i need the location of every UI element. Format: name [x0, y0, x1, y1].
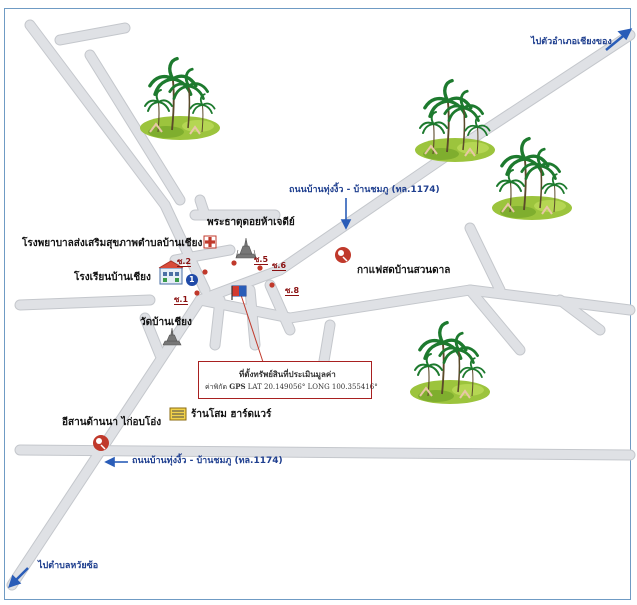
soi-label-5: ซ.5: [254, 255, 269, 265]
flag-icon: [231, 285, 247, 300]
soi-label-2: ซ.2: [177, 257, 192, 267]
palm-tree-icon: [410, 323, 490, 404]
school-badge: 1: [189, 275, 195, 284]
road-network: [6, 19, 636, 591]
direction-label-huai-so: ไปตำบลหวัยซ้อ: [38, 561, 99, 571]
hospital-label: โรงพยาบาลส่งเสริมสุขภาพตำบลบ้านเชียง: [22, 238, 203, 249]
pagoda-label: พระธาตุดอยห้าเจดีย์: [207, 217, 295, 228]
school-label: โรงเรียนบ้านเชียง: [74, 272, 151, 283]
property-info-box: ที่ตั้งทรัพย์สินที่ประเมินมูลค่า ค่าพิกั…: [198, 361, 378, 399]
direction-label-chiang-khong: ไปตัวอำเภอเชียงของ: [531, 37, 612, 47]
coffee-label: กาแฟสดบ้านสวนดาล: [357, 265, 451, 276]
soi-label-6: ซ.6: [272, 261, 287, 271]
pagoda-icon: [162, 327, 182, 346]
property-info-coords: ค่าพิกัด GPS LAT 20.149056° LONG 100.355…: [205, 382, 378, 391]
hardware-label: ร้านโสม ฮาร์ดแวร์: [191, 409, 272, 420]
road-label-lower: ถนนบ้านทุ่งงิ้ว - บ้านชมภู (ทล.1174): [132, 456, 283, 466]
school-badge-circle: [186, 274, 198, 286]
soi-label-8: ซ.8: [285, 286, 300, 296]
red-circle-marker-icon: [93, 435, 109, 451]
map-frame: [4, 8, 631, 600]
restaurant-label: อีสานด้านนา ไก่อบโอ่ง: [62, 417, 162, 428]
pagoda-icon: [235, 237, 257, 259]
hardware-store-icon: [169, 407, 187, 421]
arrow-icon: [104, 456, 128, 468]
road-label-upper: ถนนบ้านทุ่งงิ้ว - บ้านชมภู (ทล.1174): [289, 185, 440, 195]
red-cross-icon: [203, 235, 217, 249]
junction-dots: [194, 260, 275, 296]
school-icon: [158, 260, 184, 285]
red-circle-marker-icon: [335, 247, 351, 263]
palm-tree-icon: [492, 139, 572, 220]
arrow-icon: [605, 28, 633, 51]
soi-label-1: ซ.1: [174, 295, 189, 305]
temple-label: วัดบ้านเชียง: [140, 317, 192, 328]
arrow-icon: [8, 567, 29, 588]
palm-tree-icon: [415, 81, 495, 162]
arrow-icon: [340, 198, 352, 230]
palm-tree-icon: [140, 59, 220, 140]
property-info-title: ที่ตั้งทรัพย์สินที่ประเมินมูลค่า: [239, 369, 336, 379]
pointer-line: [239, 291, 264, 363]
